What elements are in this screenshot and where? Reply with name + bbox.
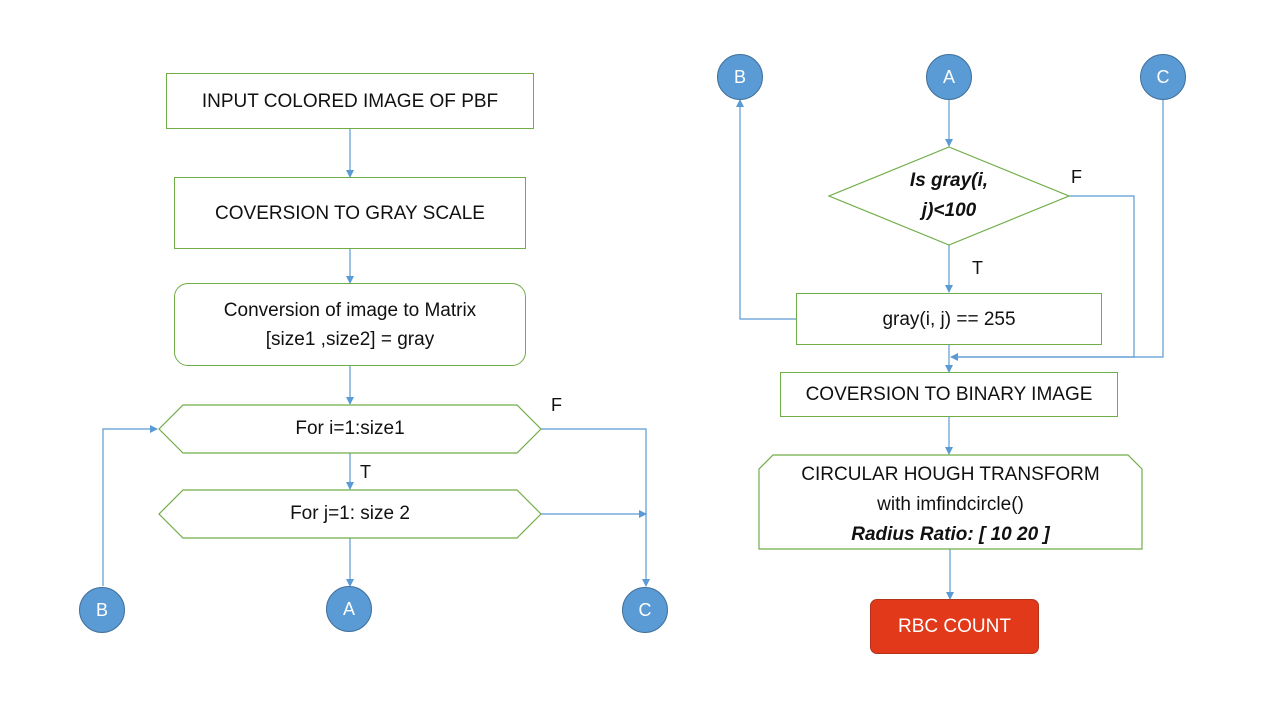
assign-white-box: gray(i, j) == 255 <box>796 293 1102 345</box>
rbc-count-terminal: RBC COUNT <box>870 599 1039 654</box>
connector-c-left: C <box>622 587 668 633</box>
connector-a-left: A <box>326 586 372 632</box>
connector-b-left: B <box>79 587 125 633</box>
decision-label: Is gray(i, j)<100 <box>869 160 1029 232</box>
hough-line-1: CIRCULAR HOUGH TRANSFORM <box>801 464 1100 485</box>
input-image-box: INPUT COLORED IMAGE OF PBF <box>166 73 534 129</box>
hough-line-2: with imfindcircle() <box>877 494 1024 515</box>
connector-a-right: A <box>926 54 972 100</box>
connector-c-right: C <box>1140 54 1186 100</box>
loop-i-shape <box>158 404 542 454</box>
connector-b-right: B <box>717 54 763 100</box>
input-image-label: INPUT COLORED IMAGE OF PBF <box>201 90 499 112</box>
rbc-count-label: RBC COUNT <box>898 615 1011 637</box>
binary-image-box: COVERSION TO BINARY IMAGE <box>780 372 1118 417</box>
binary-image-label: COVERSION TO BINARY IMAGE <box>805 384 1093 405</box>
loop-i-false-flag: F <box>551 395 562 415</box>
gray-scale-label: COVERSION TO GRAY SCALE <box>215 202 485 224</box>
arrow-assign-to-b <box>736 99 796 320</box>
hough-label: CIRCULAR HOUGH TRANSFORM with imfindcirc… <box>759 461 1142 549</box>
loop-i-true-flag: T <box>360 462 371 482</box>
loop-j-shape <box>158 489 542 539</box>
hough-line-3: Radius Ratio: [ 10 20 ] <box>851 524 1050 545</box>
matrix-line-2: [size1 ,size2] = gray <box>265 328 435 350</box>
loop-i-label: For i=1:size1 <box>295 418 405 439</box>
arrow-c-to-join <box>950 100 1164 361</box>
arrow-b-to-loop-i <box>102 425 158 586</box>
loop-j-label: For j=1: size 2 <box>290 503 410 524</box>
decision-shape <box>827 146 1071 246</box>
hough-shape <box>758 454 1143 550</box>
decision-true-flag: T <box>972 258 983 278</box>
decision-false-flag: F <box>1071 167 1082 187</box>
gray-scale-box: COVERSION TO GRAY SCALE <box>174 177 526 249</box>
decision-line-2: j)<100 <box>921 200 977 221</box>
matrix-line-1: Conversion of image to Matrix <box>223 299 477 321</box>
arrow-loop-i-false-to-c <box>541 428 650 587</box>
matrix-conversion-box: Conversion of image to Matrix [size1 ,si… <box>174 283 526 366</box>
decision-line-1: Is gray(i, <box>909 170 989 191</box>
assign-white-label: gray(i, j) == 255 <box>882 308 1016 330</box>
